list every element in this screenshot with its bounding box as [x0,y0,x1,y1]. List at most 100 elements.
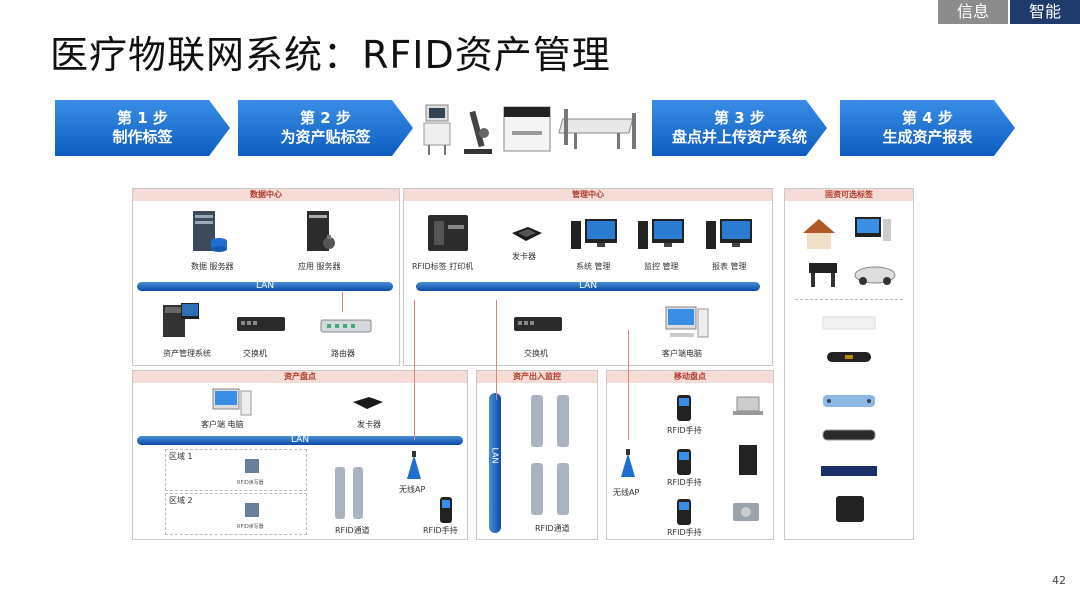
sys-mgmt-label: 系统 管理 [576,262,611,271]
mobile-handheld-2-icon [677,449,691,475]
fixed-assets-divider [795,299,903,300]
anti-metal-tag-icon [822,429,876,441]
connector-line [628,330,629,440]
metal-tag-icon [823,395,875,407]
data-center-panel: 数据中心 数据 服务器 应用 服务器 LAN 资产管理系统 交换机 路由器 [132,188,400,366]
report-mgmt-computer-icon [706,219,752,249]
mobile-inventory-title: 移动盘点 [607,371,773,383]
asset-monitor-panel: 资产出入监控 LAN RFID通道 [476,370,598,540]
connector-line [496,300,497,400]
step-4: 第 4 步 生成资产报表 [840,100,1015,156]
fixed-assets-title: 固资可选标签 [785,189,913,201]
inventory-handheld-label: RFID手持 [423,526,458,535]
laptop-icon [733,396,763,415]
step-1-number: 第 1 步 [117,109,168,127]
asset-system-computer-icon [163,303,199,337]
label-printer-label: RFID标签 打印机 [412,262,474,271]
monitor-lan-label: LAN [490,447,500,464]
data-center-title: 数据中心 [133,189,399,201]
sys-mgmt-computer-icon [571,219,617,249]
monitor-mgmt-label: 监控 管理 [644,262,679,271]
inventory-lan: LAN [137,436,463,445]
hospital-bed-icon [558,109,636,149]
app-server-icon [307,211,335,251]
zone-2-reader-label: RFID读写器 [237,524,264,530]
zone-1-reader-label: RFID读写器 [237,480,264,486]
microscope-icon [464,110,492,154]
step-2-text: 为资产贴标签 [280,128,371,146]
fixed-assets-panel: 固资可选标签 [784,188,914,540]
connector-line [414,300,415,440]
monitor-gate-2-icon [531,463,569,515]
asset-examples-icon [803,217,896,287]
medical-equipment-images [423,104,636,155]
zone-2-box [165,493,307,535]
info-tag: 信息 [938,0,1008,24]
square-tag-icon [836,496,864,522]
step-4-number: 第 4 步 [902,109,953,127]
mgmt-switch-label: 交换机 [524,349,548,358]
asset-inventory-title: 资产盘点 [133,371,467,383]
asset-inventory-panel: 资产盘点 客户端 电脑 发卡器 LAN 区域 1 RFID读写器 区域 2 RF… [132,370,468,540]
client-pc-icon [665,306,709,338]
hard-drive-icon [733,503,759,521]
mobile-inventory-panel: 移动盘点 无线AP RFID手持 RFID手持 RFID手持 [606,370,774,540]
label-printer-icon [428,215,468,251]
asset-system-label: 资产管理系统 [163,349,211,358]
switch-label: 交换机 [243,349,267,358]
hard-tag-icon [827,352,871,362]
page-number: 42 [1052,574,1066,587]
connector-line [342,292,343,312]
printer-icon [503,106,551,152]
monitor-rfid-gate-label: RFID通道 [535,524,570,533]
inventory-handheld-icon [440,497,452,523]
zone-2-label: 区域 2 [169,496,193,505]
inventory-rfid-gate-icon [335,467,363,519]
mgmt-switch-icon [514,317,562,331]
inventory-card-issuer-icon [353,397,383,409]
inventory-client-pc-icon [212,388,252,416]
blue-tag-icon [821,466,877,476]
inventory-card-issuer-label: 发卡器 [357,420,381,429]
paper-tag-icon [822,316,876,330]
management-center-panel: 管理中心 RFID标签 打印机 发卡器 系统 管理 监控 管理 报表 管理 LA… [403,188,773,366]
inventory-client-pc-label: 客户端 电脑 [201,420,244,429]
app-server-label: 应用 服务器 [298,262,341,271]
data-center-lan: LAN [137,282,393,291]
zone-2-reader-icon [245,503,259,517]
inventory-wireless-ap-icon [407,451,421,479]
step-3-number: 第 3 步 [714,109,765,127]
monitor-lan-bar [489,393,501,533]
mobile-wireless-ap-label: 无线AP [613,488,640,497]
card-issuer-label: 发卡器 [512,252,536,261]
step-3: 第 3 步 盘点并上传资产系统 [652,100,827,156]
db-server-label: 数据 服务器 [191,262,234,271]
management-center-lan: LAN [416,282,760,291]
report-mgmt-label: 报表 管理 [712,262,747,271]
step-2: 第 2 步 为资产贴标签 [238,100,413,156]
desktop-tower-icon [739,445,757,475]
mobile-handheld-1-icon [677,395,691,421]
asset-monitor-title: 资产出入监控 [477,371,597,383]
router-label: 路由器 [331,349,355,358]
step-4-text: 生成资产报表 [882,128,973,146]
mobile-handheld-3-icon [677,499,691,525]
management-center-title: 管理中心 [404,189,772,201]
mobile-handheld-3-label: RFID手持 [667,528,702,537]
zone-1-reader-icon [245,459,259,473]
monitor-gate-1-icon [531,395,569,447]
client-pc-label: 客户端电脑 [662,349,702,358]
zone-1-box [165,449,307,491]
mobile-handheld-2-label: RFID手持 [667,478,702,487]
step-2-number: 第 2 步 [300,109,351,127]
step-1: 第 1 步 制作标签 [55,100,230,156]
page-title: 医疗物联网系统：RFID资产管理 [50,33,611,77]
router-icon [320,319,372,333]
inventory-wireless-ap-label: 无线AP [399,485,426,494]
monitor-mgmt-computer-icon [638,219,684,249]
step-3-text: 盘点并上传资产系统 [671,128,807,146]
card-issuer-icon [512,227,542,241]
switch-icon [237,317,285,331]
mobile-handheld-1-label: RFID手持 [667,426,702,435]
step-1-text: 制作标签 [112,128,173,146]
